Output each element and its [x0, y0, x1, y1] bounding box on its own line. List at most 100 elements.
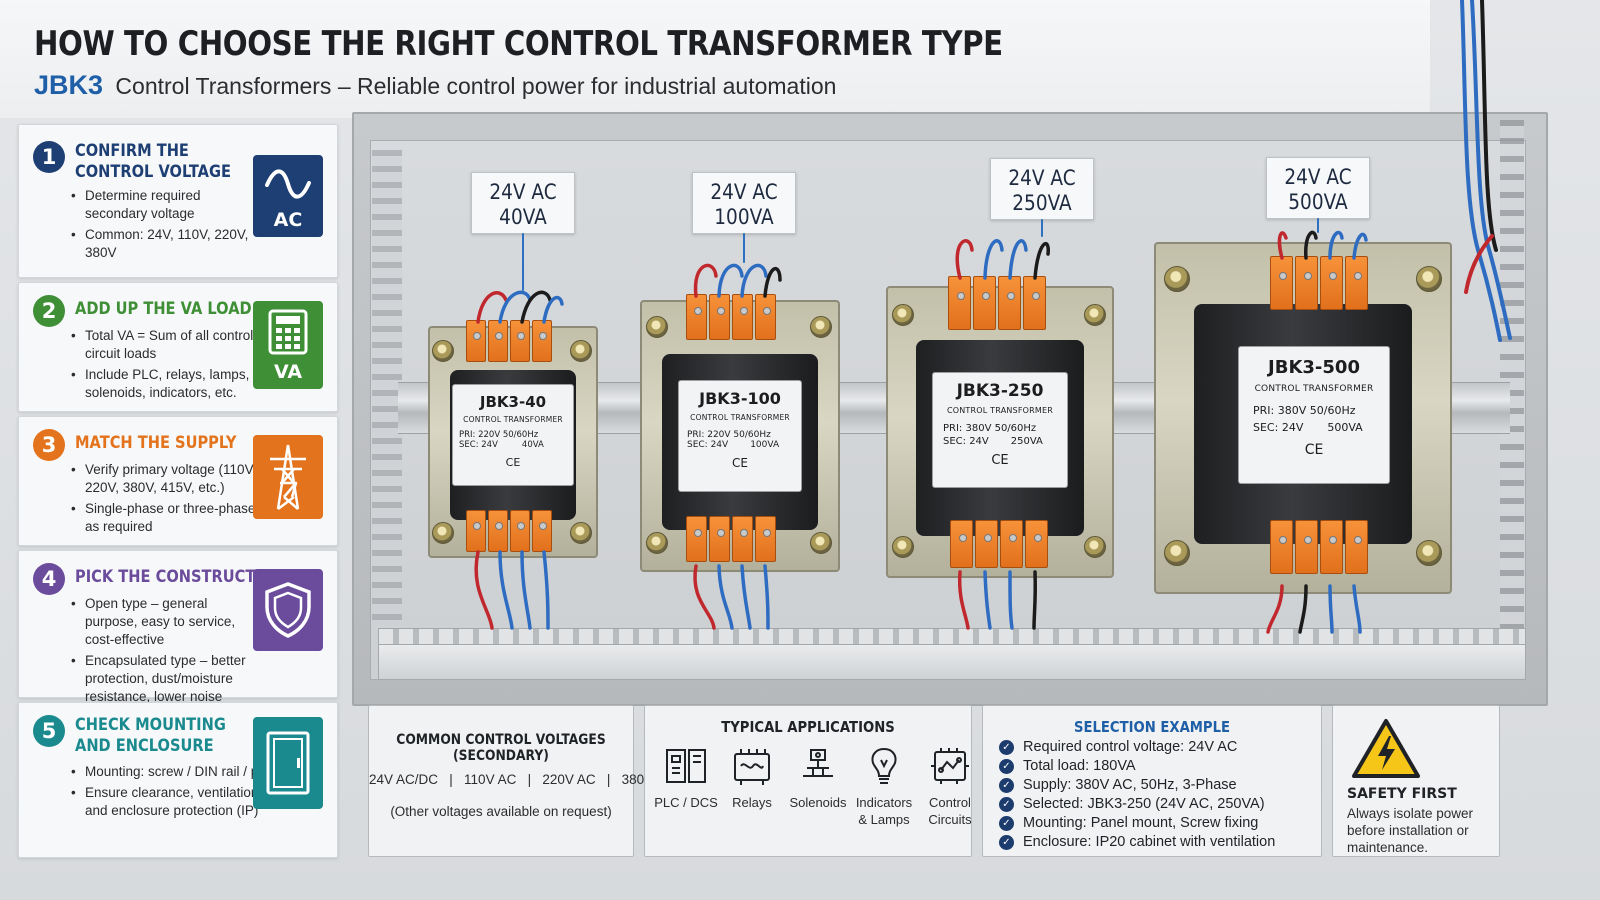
- page-subtitle: JBK3 Control Transformers – Reliable con…: [34, 70, 836, 101]
- brand-name: JBK3: [34, 70, 104, 100]
- step-bullet: Encapsulated type – better protection, d…: [71, 652, 261, 706]
- step-bullets: Total VA = Sum of all control circuit lo…: [71, 327, 261, 405]
- step-bullets: Open type – general purpose, easy to ser…: [71, 595, 261, 709]
- model-name: JBK3-500: [1268, 357, 1360, 378]
- page-title: HOW TO CHOOSE THE RIGHT CONTROL TRANSFOR…: [34, 24, 1003, 64]
- ac-sine-icon: AC: [253, 155, 323, 237]
- step-5-check-mounting: 5 CHECK MOUNTING AND ENCLOSURE Mounting:…: [18, 702, 338, 858]
- panel-title: COMMON CONTROL VOLTAGES (SECONDARY): [396, 732, 606, 764]
- ce-mark: CE: [505, 456, 521, 469]
- step-bullet: Include PLC, relays, lamps, solenoids, i…: [71, 366, 261, 402]
- shield-icon: [253, 569, 323, 651]
- step-bullets: Mounting: screw / DIN rail / panel Ensur…: [71, 763, 284, 823]
- plate-type: CONTROL TRANSFORMER: [463, 415, 563, 424]
- circuit-icon: [931, 748, 969, 784]
- application-label: PLC / DCS: [654, 795, 718, 810]
- selection-example-panel: SELECTION EXAMPLE ✓Required control volt…: [982, 705, 1322, 857]
- step-title: ADD UP THE VA LOAD: [75, 299, 252, 319]
- common-voltages-panel: COMMON CONTROL VOLTAGES (SECONDARY) 24V …: [368, 705, 675, 857]
- icon-label: AC: [273, 209, 303, 231]
- check-icon: ✓: [999, 759, 1014, 774]
- ce-mark: CE: [1304, 442, 1324, 458]
- tag-rating: 40VA: [499, 205, 547, 229]
- selection-item: ✓Required control voltage: 24V AC: [999, 738, 1275, 757]
- transformer-jbk3-500: JBK3-500 CONTROL TRANSFORMER PRI: 380V 5…: [1154, 242, 1452, 594]
- nameplate: JBK3-40 CONTROL TRANSFORMER PRI: 220V 50…: [452, 384, 574, 486]
- typical-applications-panel: TYPICAL APPLICATIONS PLC / DCS Relays So…: [644, 705, 972, 857]
- transformer-tag-100: 24V AC 100VA: [692, 172, 796, 234]
- step-bullet: Open type – general purpose, easy to ser…: [71, 595, 261, 649]
- voltage-note: (Other voltages available on request): [390, 804, 612, 819]
- terminal-block-bottom: [466, 510, 552, 552]
- selection-item: ✓Supply: 380V AC, 50Hz, 3-Phase: [999, 776, 1275, 795]
- step-title: CONFIRM THE CONTROL VOLTAGE: [75, 141, 231, 182]
- mounting-bolt: [432, 340, 454, 362]
- cabinet-vent-slots-left: [372, 150, 402, 630]
- plate-type: CONTROL TRANSFORMER: [690, 413, 790, 422]
- selection-item: ✓Enclosure: IP20 cabinet with ventilatio…: [999, 833, 1275, 852]
- mounting-bolt: [646, 532, 668, 554]
- step-3-match-supply: 3 MATCH THE SUPPLY Verify primary voltag…: [18, 416, 338, 546]
- terminal-block-bottom: [1270, 520, 1368, 574]
- tag-voltage: 24V AC: [489, 180, 557, 204]
- step-bullets: Determine required secondary voltage Com…: [71, 187, 261, 265]
- step-number: 1: [33, 141, 65, 173]
- selection-item: ✓Mounting: Panel mount, Screw fixing: [999, 814, 1275, 833]
- plate-primary: PRI: 220V 50/60Hz: [459, 430, 539, 440]
- mounting-bolt: [1164, 540, 1190, 566]
- safety-title: SAFETY FIRST: [1347, 786, 1457, 802]
- icon-label: VA: [273, 361, 303, 383]
- application-label: Solenoids: [789, 795, 847, 810]
- mounting-bolt: [1416, 540, 1442, 566]
- mounting-bolt: [570, 522, 592, 544]
- step-1-confirm-voltage: 1 CONFIRM THE CONTROL VOLTAGE Determine …: [18, 124, 338, 278]
- tag-voltage: 24V AC: [1008, 166, 1076, 190]
- wiring-duct-cover: [378, 644, 1526, 680]
- step-number: 4: [33, 563, 65, 595]
- ce-mark: CE: [732, 456, 748, 470]
- mounting-bolt: [1084, 536, 1106, 558]
- mounting-bolt: [810, 532, 832, 554]
- mounting-bolt: [432, 522, 454, 544]
- transformer-jbk3-40: JBK3-40 CONTROL TRANSFORMER PRI: 220V 50…: [428, 320, 598, 558]
- subtitle-text: Control Transformers – Reliable control …: [115, 73, 837, 99]
- plate-primary: PRI: 380V 50/60Hz: [943, 423, 1037, 434]
- terminal-block-bottom: [950, 520, 1048, 568]
- step-bullet: Determine required secondary voltage: [71, 187, 261, 223]
- mounting-bolt: [1416, 266, 1442, 292]
- nameplate: JBK3-500 CONTROL TRANSFORMER PRI: 380V 5…: [1238, 346, 1390, 484]
- calculator-icon: VA: [253, 301, 323, 389]
- ce-mark: CE: [991, 453, 1009, 468]
- mounting-bolt: [892, 536, 914, 558]
- tag-rating: 250VA: [1012, 191, 1072, 215]
- terminal-block-top: [948, 276, 1046, 330]
- mounting-bolt: [570, 340, 592, 362]
- step-2-add-va-load: 2 ADD UP THE VA LOAD Total VA = Sum of a…: [18, 282, 338, 412]
- transformer-tag-500: 24V AC 500VA: [1266, 157, 1370, 219]
- application-label: Control Circuits: [928, 795, 972, 827]
- lamp-icon: [871, 747, 897, 784]
- selection-list: ✓Required control voltage: 24V AC ✓Total…: [999, 738, 1275, 852]
- application-item: Indicators & Lamps: [851, 746, 917, 828]
- safety-first-panel: SAFETY FIRST Always isolate power before…: [1332, 705, 1500, 857]
- safety-text: Always isolate power before installation…: [1347, 806, 1474, 855]
- tag-voltage: 24V AC: [710, 180, 778, 204]
- terminal-block-top: [1270, 256, 1368, 310]
- relay-icon: [734, 749, 770, 785]
- step-title: MATCH THE SUPPLY: [75, 433, 237, 453]
- step-bullet: Mounting: screw / DIN rail / panel: [71, 763, 284, 781]
- terminal-block-bottom: [686, 516, 776, 562]
- model-name: JBK3-100: [699, 389, 781, 408]
- mounting-bolt: [810, 316, 832, 338]
- enclosure-icon: [253, 717, 323, 809]
- application-item: Solenoids: [785, 746, 851, 828]
- plate-type: CONTROL TRANSFORMER: [946, 406, 1054, 415]
- mounting-bolt: [892, 304, 914, 326]
- plate-type: CONTROL TRANSFORMER: [1254, 384, 1374, 394]
- step-number: 3: [33, 429, 65, 461]
- check-icon: ✓: [999, 835, 1014, 850]
- tag-voltage: 24V AC: [1284, 165, 1352, 189]
